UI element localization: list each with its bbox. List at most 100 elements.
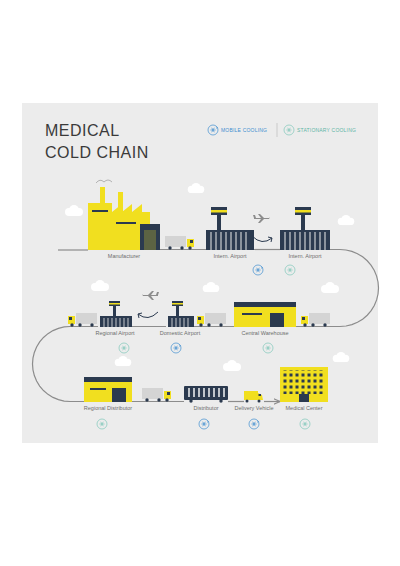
- truck: [301, 313, 330, 327]
- distributor-building: [112, 388, 126, 402]
- airport-drawing: [211, 232, 246, 250]
- delivery-van: [259, 394, 262, 396]
- delivery-van: [246, 400, 249, 403]
- stage-label: Regional Airport: [95, 330, 134, 337]
- airport-drawing: [109, 303, 120, 305]
- airport-drawing: [109, 301, 120, 306]
- stage-label: Distributor: [193, 405, 218, 412]
- airport-drawing: [168, 301, 194, 327]
- warehouse-drawing: [234, 302, 296, 307]
- medical-center-building: [280, 367, 328, 402]
- legend-icons: [208, 125, 218, 135]
- warehouse-drawing: [234, 307, 296, 327]
- airport-drawing: [172, 303, 183, 305]
- airport-drawing: [280, 207, 330, 250]
- legend-label: STATIONARY COOLING: [297, 126, 356, 134]
- medical-center-building: [280, 367, 328, 402]
- distributor-building: [84, 377, 132, 402]
- chain-stage: Medical Center: [280, 366, 328, 402]
- delivery-van: [244, 391, 258, 400]
- factory-drawing: [88, 180, 160, 250]
- flow-arrow: [138, 313, 142, 318]
- warehouse-drawing: [234, 302, 296, 327]
- chain-stage: Regional Distributor: [84, 376, 132, 402]
- stage-label: Intern. Airport: [213, 253, 246, 260]
- plane: [142, 291, 159, 300]
- warehouse-drawing: [270, 313, 284, 327]
- airport-drawing: [168, 316, 194, 327]
- chain-connector: [132, 326, 166, 327]
- clouds: [321, 282, 339, 293]
- airport-drawing: [217, 215, 221, 230]
- chain-stage: Intern. Airport: [280, 206, 330, 250]
- airport-drawing: [172, 318, 188, 327]
- truck: [142, 388, 171, 402]
- factory-drawing: [96, 180, 112, 183]
- chain-stage: Regional Airport: [98, 300, 132, 327]
- airport-drawing: [100, 316, 132, 327]
- chain-stage: Distributor: [184, 385, 228, 402]
- truck: [197, 313, 226, 327]
- flow-arrow: [138, 312, 158, 318]
- chain-connector: [264, 401, 280, 402]
- airport-drawing: [285, 232, 325, 250]
- stage-label: Central Warehouse: [241, 330, 288, 337]
- clouds: [115, 356, 132, 366]
- truck: [165, 236, 194, 250]
- clouds: [91, 280, 109, 291]
- distributor-vehicle: [219, 399, 222, 402]
- clouds: [223, 360, 241, 371]
- flow-arrow: [252, 236, 272, 242]
- airport-drawing: [295, 210, 311, 213]
- medical-center-building: [299, 394, 309, 402]
- factory-drawing: [92, 210, 108, 212]
- flow-arrow: [268, 237, 272, 242]
- chain-stage: Intern. Airport: [206, 206, 254, 250]
- cooling-icons: [97, 265, 310, 429]
- flow-arrow: [252, 236, 272, 242]
- cooling-icons: [263, 343, 273, 353]
- distributor-building: [84, 382, 132, 402]
- diagram-title: MEDICAL COLD CHAIN: [45, 120, 157, 164]
- truck: [301, 313, 330, 327]
- airport-drawing: [301, 215, 305, 230]
- truck: [197, 313, 226, 327]
- stage-label: Delivery Vehicle: [234, 405, 273, 412]
- chain-stage: Manufacturer: [88, 183, 160, 250]
- airport-drawing: [172, 301, 183, 306]
- plane: [142, 291, 159, 300]
- factory-drawing: [88, 203, 112, 250]
- clouds: [65, 183, 354, 371]
- clouds: [188, 183, 205, 193]
- cooling-icons: [300, 419, 310, 429]
- distributor-vehicle: [184, 386, 228, 403]
- panel-ground: [22, 103, 378, 443]
- distributor-building: [90, 388, 106, 390]
- distributor-vehicle: [189, 388, 224, 397]
- chain-connector: [254, 249, 280, 250]
- clouds: [333, 352, 350, 362]
- delivery-van: [244, 391, 263, 403]
- chain-stage: Domestic Airport: [166, 300, 194, 327]
- airport-drawing: [113, 306, 116, 316]
- factory-drawing: [116, 222, 136, 224]
- airport-drawing: [176, 306, 179, 316]
- distributor-vehicle: [189, 399, 192, 402]
- legend-icons: [284, 125, 294, 135]
- stage-label: Medical Center: [286, 405, 323, 412]
- cooling-icons: [285, 265, 295, 275]
- airport-drawing: [295, 207, 311, 215]
- cooling-icons: [171, 343, 181, 353]
- chain-connector: [296, 250, 379, 327]
- airport-drawing: [211, 207, 227, 215]
- legend-icons: [208, 123, 294, 137]
- airport-drawing: [206, 207, 254, 250]
- clouds: [65, 205, 83, 216]
- delivery-van: [258, 393, 263, 400]
- airport-drawing: [206, 230, 254, 250]
- flow-arrow: [138, 312, 158, 318]
- cooling-icons: [97, 419, 107, 429]
- distributor-vehicle: [184, 386, 228, 400]
